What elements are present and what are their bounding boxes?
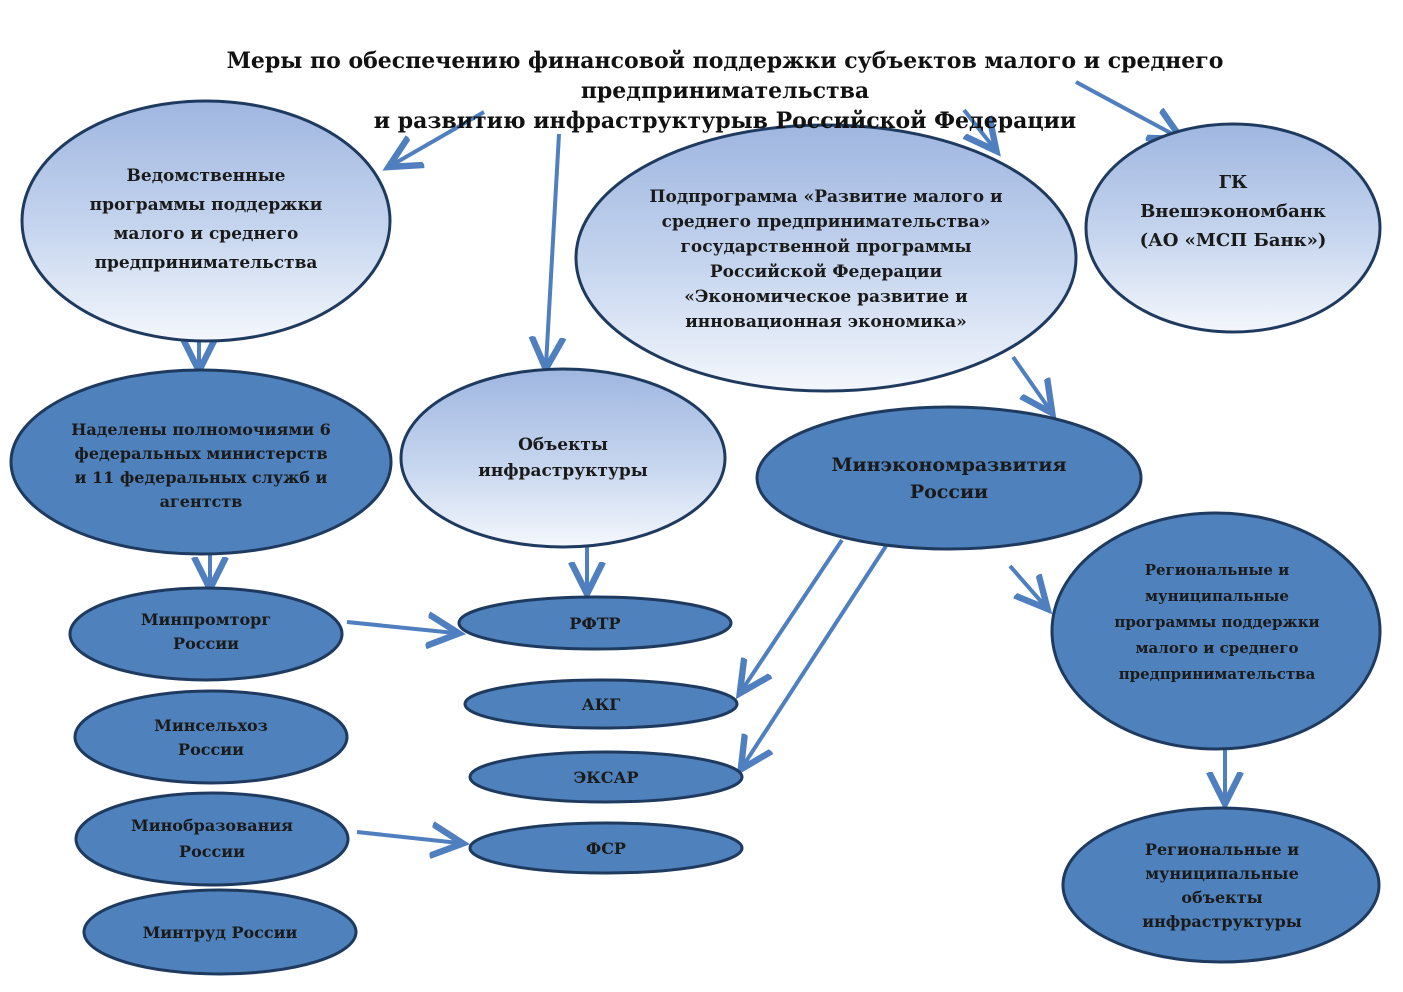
arrows	[199, 80, 1225, 843]
node-obekty	[399, 367, 727, 549]
node-minselhoz	[73, 689, 349, 785]
nodes	[9, 99, 1382, 976]
node-mintrud	[82, 888, 358, 976]
arrow-title-to-vedomstvennye	[392, 110, 485, 165]
diagram-title: Меры по обеспечению финансовой поддержки…	[100, 46, 1350, 136]
node-vedomstvennye	[20, 99, 392, 343]
node-rftr	[457, 595, 733, 651]
node-gk	[1084, 122, 1382, 334]
node-fsr	[468, 821, 744, 875]
node-podprogramma	[574, 123, 1078, 393]
node-regprog	[1050, 511, 1382, 751]
arrow-title-to-gk	[1075, 80, 1178, 137]
arrow-podprogramma-to-minekonom	[1011, 355, 1050, 410]
node-akg	[463, 678, 739, 730]
arrow-minekonom-to-akg	[742, 538, 844, 690]
node-regobj	[1061, 806, 1381, 964]
arrow-minpromtorg-to-rftr	[346, 622, 455, 633]
node-minobr	[74, 791, 350, 887]
arrow-minobr-to-fsr	[356, 832, 459, 843]
arrow-minekonom-to-eksar	[743, 544, 888, 766]
node-minpromtorg	[68, 586, 344, 682]
node-nadeleny	[9, 368, 393, 556]
arrow-title-to-obekty	[546, 133, 559, 365]
arrow-minekonom-to-regprog	[1008, 564, 1045, 606]
node-eksar	[468, 750, 744, 804]
title-line-2: и развитию инфраструктурыв Российской Фе…	[373, 108, 1077, 134]
title-line-1: Меры по обеспечению финансовой поддержки…	[226, 48, 1224, 104]
arrow-title-to-podprogramma	[962, 108, 994, 148]
node-minekonom	[755, 405, 1143, 551]
